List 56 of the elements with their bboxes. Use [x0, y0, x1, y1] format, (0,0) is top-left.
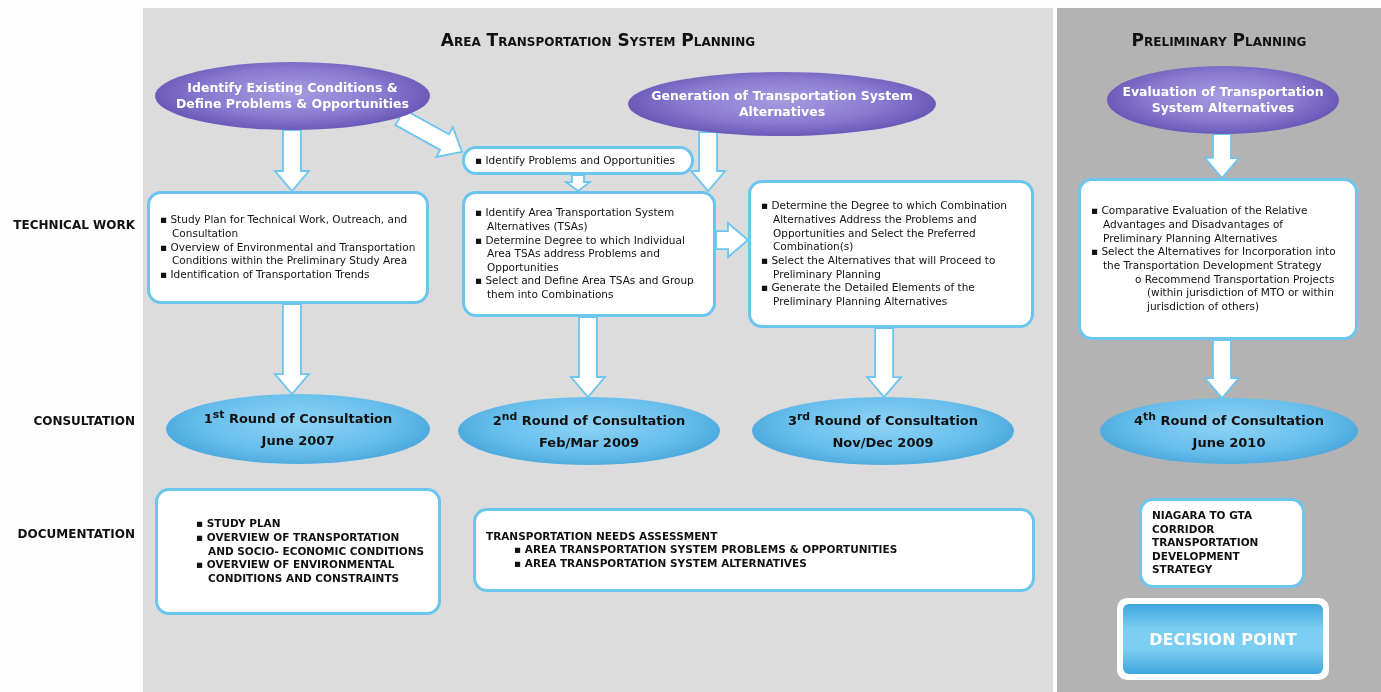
ellipse-text: Feb/Mar 2009 — [538, 434, 640, 453]
document-box — [1139, 498, 1305, 588]
block-arrow — [1203, 133, 1241, 180]
ellipse-text: 4$^{th}$ Round of Consultation — [1134, 408, 1324, 431]
row-label: DOCUMENTATION — [16, 527, 135, 541]
bullet-item: ▪ Determine Degree to which Individual Area TSAs address Problems and Opportunities — [475, 233, 686, 275]
bullet-item: ▪ OVERVIEW OF ENVIRONMENTAL CONDITIONS AND CONSTRAINTS — [195, 558, 401, 586]
ellipse-text: 1$^{st}$ Round of Consultation — [203, 406, 393, 429]
bullet-item: o Recommend Transportation Projects (within jurisdiction of MTO or within jurisdiction of others) — [1134, 272, 1336, 314]
block-arrow — [1203, 339, 1241, 400]
bullet-item: ▪ OVERVIEW OF TRANSPORTATION AND SOCIO- ECONOMIC CONDITIONS — [195, 531, 426, 559]
ellipse-text: Identify Existing Conditions & Define Problems & Opportunities — [174, 79, 411, 113]
phase-heading: Area Transportation System Planning — [439, 30, 757, 50]
ellipse-text: June 2007 — [261, 432, 335, 451]
task-box — [147, 191, 429, 304]
ellipse-text: 2$^{nd}$ Round of Consultation — [492, 408, 686, 431]
bullet-item: ▪ STUDY PLAN — [195, 517, 282, 532]
decision-frame — [1117, 598, 1329, 680]
phase-band — [1057, 8, 1381, 692]
ellipse-text: Generation of Transportation System Alternatives — [650, 87, 914, 121]
bullet-item: ▪ AREA TRANSPORTATION SYSTEM ALTERNATIVES — [513, 556, 808, 571]
ellipse-text: June 2010 — [1192, 434, 1266, 453]
document-box — [155, 488, 441, 615]
bullet-item: ▪ Comparative Evaluation of the Relative Advantages and Disadvantages of Preliminary Planning Alternatives — [1091, 204, 1309, 246]
block-arrow — [865, 327, 903, 399]
bullet-item: ▪ Identify Area Transportation System Alternatives (TSAs) — [475, 206, 676, 234]
block-arrow — [689, 131, 728, 193]
phase-heading: Preliminary Planning — [1130, 30, 1308, 50]
block-arrow — [715, 221, 750, 260]
bullet-item: ▪ Overview of Environmental and Transportation Conditions within the Preliminary Study Area — [160, 240, 416, 268]
decision-box: DECISION POINT — [1123, 604, 1323, 674]
box-heading: TRANSPORTATION NEEDS ASSESSMENT — [486, 529, 719, 544]
bullet-item: ▪ AREA TRANSPORTATION SYSTEM PROBLEMS & OPPORTUNITIES — [513, 543, 899, 557]
bullet-item: ▪ Identification of Transportation Trends — [160, 267, 371, 282]
bullet-item: ▪ Select the Alternatives that will Proceed to Preliminary Planning — [761, 254, 997, 282]
bullet-item: ▪ Study Plan for Technical Work, Outreach, and Consultation — [160, 213, 409, 241]
row-label: CONSULTATION — [32, 414, 135, 428]
task-box — [748, 180, 1034, 328]
block-arrow — [273, 129, 311, 193]
bullet-item: ▪ Identify Problems and Opportunities — [475, 153, 676, 168]
ellipse-text: 3$^{rd}$ Round of Consultation — [787, 408, 979, 431]
box-heading: NIAGARA TO GTA CORRIDOR TRANSPORTATION DEVELOPMENT STRATEGY — [1152, 508, 1260, 578]
block-arrow — [563, 174, 593, 193]
ellipse-text: Nov/Dec 2009 — [832, 434, 934, 453]
task-box — [1078, 178, 1358, 340]
task-box — [462, 191, 716, 317]
block-arrow — [273, 303, 311, 396]
bullet-item: ▪ Generate the Detailed Elements of the Preliminary Planning Alternatives — [761, 281, 976, 309]
block-arrow — [569, 316, 607, 399]
document-box — [473, 508, 1035, 592]
task-box — [462, 146, 694, 175]
bullet-item: ▪ Select and Define Area TSAs and Group them into Combinations — [475, 274, 695, 302]
row-label: TECHNICAL WORK — [12, 218, 135, 232]
phase-band — [143, 8, 1053, 692]
ellipse-text: Evaluation of Transportation System Alternatives — [1121, 83, 1325, 117]
bullet-item: ▪ Determine the Degree to which Combination Alternatives Address the Problems and Opportunities and Select the Preferred Combination(s) — [761, 199, 1008, 254]
